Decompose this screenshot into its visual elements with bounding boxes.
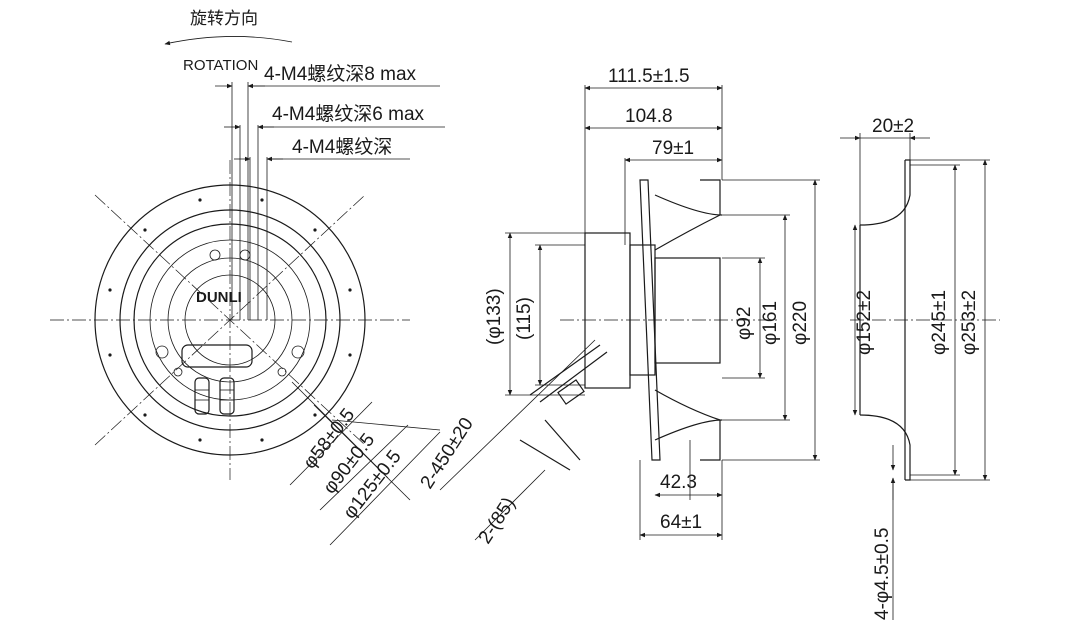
- dim-cable-strip: 2-(85): [475, 494, 520, 548]
- front-diagonal-centerline-2: [94, 194, 366, 446]
- ring-top-profile: [859, 159, 911, 226]
- dim-body-length: 104.8: [625, 106, 673, 127]
- front-view: DUNLI 4-M4螺纹深8 max 4-M4螺纹深6 max 4-M4螺纹深: [50, 63, 445, 546]
- inlet-ring-view: 20±2 φ152±2 φ245±1 φ253±2 4-φ4.5±0.5: [840, 116, 1000, 620]
- dim-hub-length: 79±1: [652, 138, 694, 159]
- dim-cable-length: 2-450±20: [417, 414, 478, 493]
- dim-ring-holes: 4-φ4.5±0.5: [872, 528, 893, 620]
- brand-logo: DUNLI: [196, 289, 242, 306]
- hub-screws: [155, 249, 305, 377]
- dim-phi245: φ245±1: [929, 290, 950, 355]
- rotation-label-en: ROTATION: [183, 57, 258, 74]
- cable-glands: [194, 377, 235, 415]
- dim-64: 64±1: [660, 512, 702, 533]
- dim-ring-width: 20±2: [872, 116, 914, 137]
- thread-label-6max: 4-M4螺纹深6 max: [272, 103, 425, 125]
- dim-phi220: φ220: [790, 301, 811, 345]
- dim-phi253: φ253±2: [959, 290, 980, 355]
- dim-overall-length: 111.5±1.5: [608, 66, 690, 87]
- dim-phi152: φ152±2: [854, 290, 875, 355]
- hub-body: [654, 257, 721, 364]
- thread-label-depth: 4-M4螺纹深: [292, 136, 392, 158]
- dim-42: 42.3: [660, 472, 697, 493]
- outer-ring-holes: [108, 198, 352, 442]
- rotation-arrow-icon: [164, 36, 293, 46]
- dim-phi133: (φ133): [484, 288, 505, 345]
- ring-bottom-profile: [859, 414, 911, 481]
- dim-phi92: φ92: [734, 307, 755, 340]
- rotation-label-cn: 旋转方向: [190, 9, 258, 29]
- dim-phi161: φ161: [760, 301, 781, 345]
- impeller-backplate: [639, 179, 661, 461]
- cable-assembly: 2-450±20 2-(85): [417, 339, 608, 548]
- dim-115: (115): [514, 297, 535, 340]
- side-view: 111.5±1.5 104.8 79±1 (φ133) (115) φ92 φ1…: [484, 66, 820, 540]
- terminal-box: [181, 344, 253, 368]
- rotation-indicator: 旋转方向 ROTATION: [164, 9, 293, 74]
- thread-label-8max: 4-M4螺纹深8 max: [264, 63, 417, 85]
- motor-body: [584, 232, 631, 389]
